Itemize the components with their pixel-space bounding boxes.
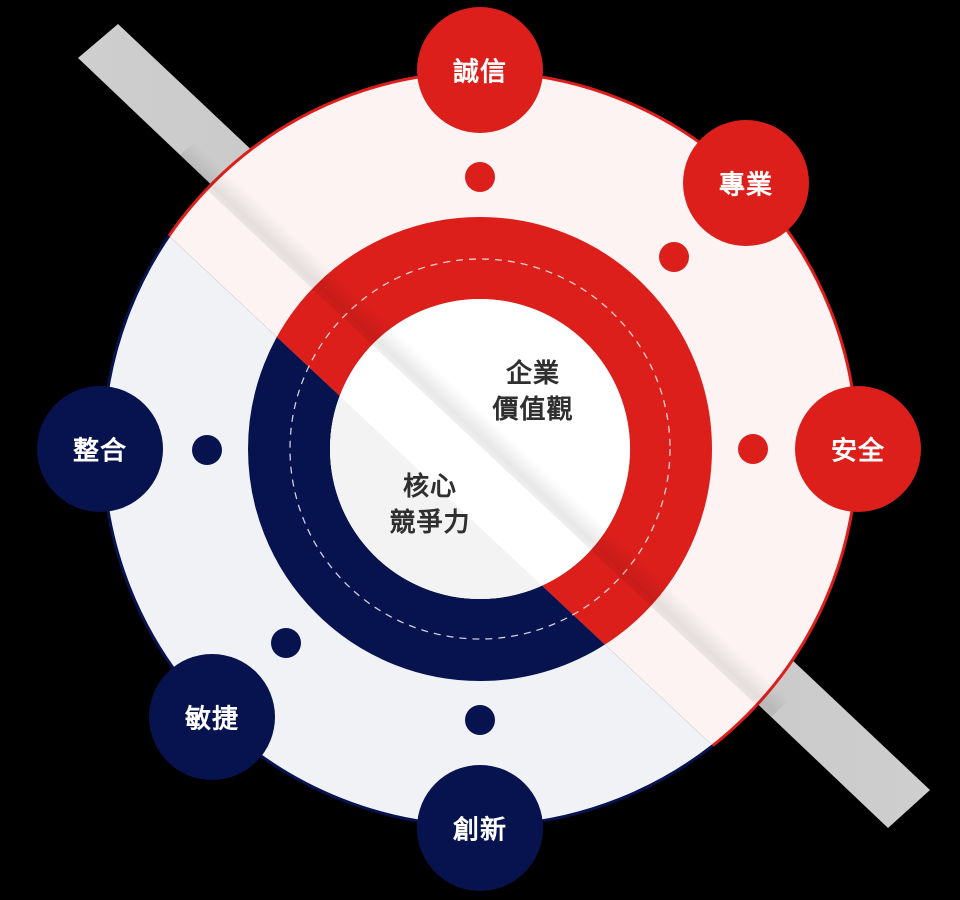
satellite-label-innovation: 創新 xyxy=(452,815,508,846)
satellite-label-agility: 敏捷 xyxy=(184,704,240,735)
dot-agility xyxy=(271,628,301,658)
satellite-circles xyxy=(37,7,921,891)
satellite-label-professional: 專業 xyxy=(718,170,774,201)
center-lower-line1: 核心 xyxy=(402,472,458,502)
dot-safety xyxy=(738,434,768,464)
satellite-label-integrity: 誠信 xyxy=(452,57,508,88)
center-upper-line2: 價值觀 xyxy=(492,395,574,425)
dot-integrity xyxy=(465,162,495,192)
inner-ring xyxy=(248,217,712,681)
satellite-label-integration: 整合 xyxy=(72,436,128,467)
center-lower-line2: 競爭力 xyxy=(389,508,471,538)
connector-dots xyxy=(192,162,768,735)
center-label-core-competitiveness: 核心 競爭力 xyxy=(389,469,470,541)
dot-innovation xyxy=(465,705,495,735)
fold-shadow xyxy=(175,132,800,718)
satellite-label-safety: 安全 xyxy=(830,436,886,467)
center-label-corporate-values: 企業 價值觀 xyxy=(492,356,573,428)
center-upper-line1: 企業 xyxy=(505,359,561,389)
dot-integration xyxy=(192,435,222,465)
dot-professional xyxy=(659,242,689,272)
